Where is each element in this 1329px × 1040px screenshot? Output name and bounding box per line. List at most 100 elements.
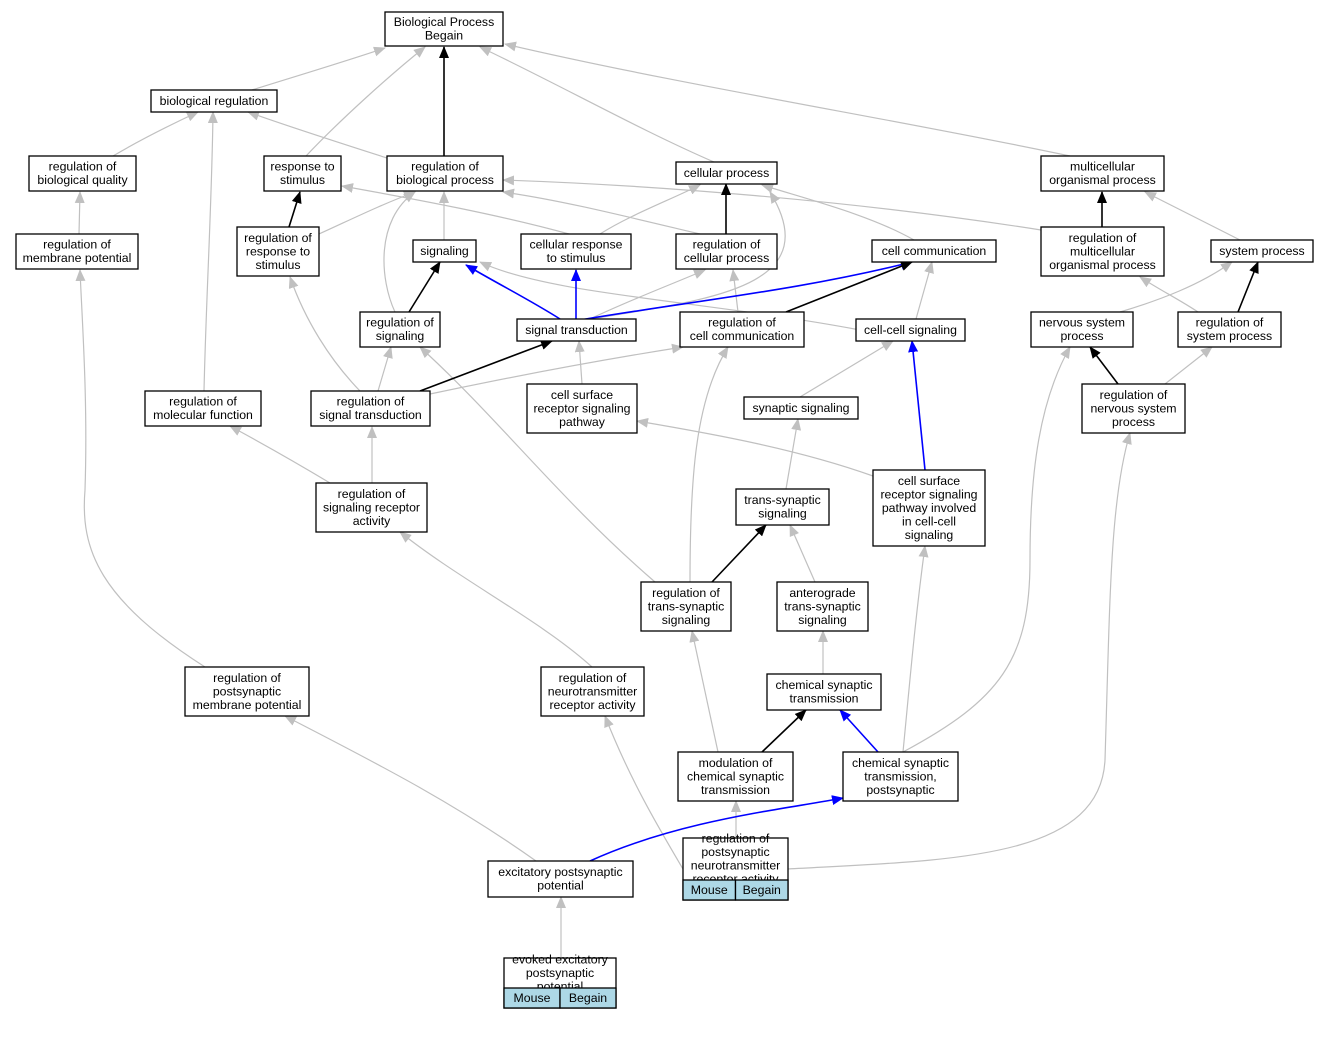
term-label-line: response to (270, 160, 334, 174)
term-node-evoked[interactable]: evoked excitatorypostsynapticpotentialMo… (503, 952, 617, 1009)
edge-is-a-regsig-to-regbp (383, 191, 416, 313)
term-label-line: cellular response (530, 238, 623, 252)
term-box (386, 155, 504, 192)
term-label-line: neurotransmitter (548, 684, 638, 698)
term-label-line: cellular process (684, 251, 769, 265)
term-label-line: membrane potential (23, 251, 132, 265)
term-label-line: Biological Process (394, 15, 494, 29)
term-label-line: synaptic signaling (752, 401, 849, 415)
term-label-line: cell surface (551, 388, 613, 402)
term-label-line: biological process (396, 173, 494, 187)
term-label-line: receptor signaling (880, 487, 977, 501)
term-label-line: regulation of (411, 160, 479, 174)
edge-is-a-regtrans-to-regsig (419, 346, 656, 583)
edge-is-a-modchem-to-regtrans (689, 630, 719, 753)
term-label-line: organismal process (1049, 258, 1156, 272)
term-node-bioreg[interactable]: biological regulation (150, 89, 278, 113)
edge-is-a-cellproc-to-root (479, 46, 715, 163)
edge-part-of-regst-to-sigtrans (419, 340, 553, 392)
annotation-badge-label: Mouse (514, 991, 551, 1005)
term-label-line: postsynaptic (701, 845, 769, 859)
term-box (28, 155, 137, 192)
term-box (315, 482, 428, 533)
edge-is-a-synsig-to-ccsig (799, 340, 894, 398)
edge-is-a-sigtrans-to-regcell (589, 269, 706, 320)
term-box (310, 390, 431, 427)
term-label-line: pathway involved (882, 501, 976, 515)
term-node-chempost[interactable]: chemical synaptictransmission,postsynapt… (842, 751, 959, 802)
term-label-line: cell surface (898, 474, 960, 488)
term-label-line: signal transduction (319, 408, 422, 422)
term-label-line: postsynaptic (866, 783, 934, 797)
term-label-line: activity (353, 514, 391, 528)
term-label-line: cellular process (684, 166, 769, 180)
term-box (871, 239, 997, 263)
term-label-line: nervous system (1090, 401, 1176, 415)
edge-is-a-nervous-to-sysproc (1119, 261, 1233, 313)
edge-is-a-regst-to-regsig (377, 346, 393, 392)
term-label-line: Begain (425, 29, 463, 43)
term-label-line: modulation of (699, 756, 773, 770)
edge-is-a-regpsm-to-regmem (75, 269, 206, 668)
term-node-signaling[interactable]: signaling (412, 239, 477, 263)
edge-is-a-multi-to-root (504, 41, 1071, 157)
term-box (150, 89, 278, 113)
term-node-ccsig[interactable]: cell-cell signaling (855, 318, 966, 342)
term-label-line: biological regulation (160, 94, 269, 108)
annotation-badge-label: Begain (743, 883, 781, 897)
term-box (766, 673, 882, 711)
term-node-cellproc[interactable]: cellular process (675, 161, 778, 185)
annotation-badge-label: Begain (569, 991, 607, 1005)
term-node-regpnra[interactable]: regulation ofpostsynapticneurotransmitte… (682, 832, 789, 901)
term-node-sigtrans[interactable]: signal transduction (516, 318, 637, 342)
term-node-cellcomm[interactable]: cell communication (871, 239, 997, 263)
edge-is-a-bioreg-to-root (251, 46, 386, 91)
edge-is-a-epsp-to-regpsm (284, 715, 537, 862)
term-label-line: receptor signaling (533, 401, 630, 415)
edge-part-of-regsys-to-sysproc (1237, 261, 1259, 313)
edge-is-a-cellresp-to-cellproc (599, 184, 701, 235)
term-box (15, 233, 139, 270)
term-label-line: transmission (701, 783, 770, 797)
edge-is-a-cellcomm-to-cellproc (761, 183, 915, 241)
edge-is-a-sysproc-to-multi (1144, 191, 1241, 241)
term-label-line: signaling (758, 507, 807, 521)
term-node-synsig[interactable]: synaptic signaling (743, 396, 859, 420)
term-box (743, 396, 859, 420)
term-node-sysproc[interactable]: system process (1210, 239, 1314, 263)
term-box (384, 11, 504, 47)
edge-is-a-chempost-to-nervous (902, 346, 1071, 753)
term-box (236, 226, 320, 277)
edge-is-a-regcomm-to-regcell (729, 269, 740, 313)
term-label-line: anterograde (789, 586, 855, 600)
